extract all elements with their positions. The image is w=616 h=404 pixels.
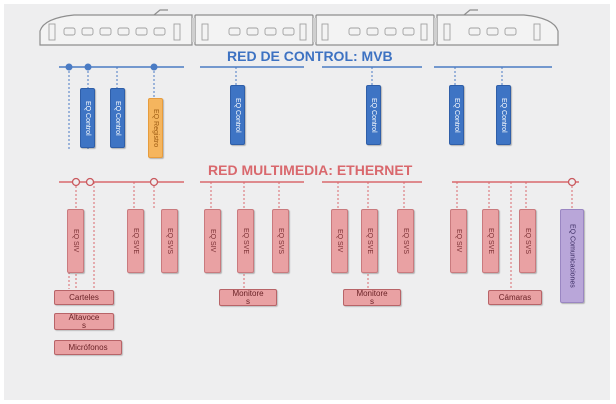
device-monitores: Monitore s: [219, 289, 277, 306]
device-label: Monitore s: [356, 289, 388, 306]
eq-control-label: EQ Control: [84, 100, 91, 136]
eq-svs-label: EQ SVS: [402, 227, 409, 255]
eq-control-unit: EQ Control: [110, 88, 125, 148]
eq-svs-label: EQ SVS: [524, 227, 531, 255]
device-label: Micrófonos: [68, 342, 108, 352]
ethernet-node: [567, 177, 577, 187]
eq-svs-unit: EQ SVS: [161, 209, 178, 273]
ethernet-node: [85, 177, 95, 187]
eq-siv-label: EQ SIV: [455, 229, 462, 253]
eq-sve-label: EQ SVE: [366, 227, 373, 255]
device-altavoces: Altavoce s: [54, 313, 114, 330]
device-label: Altavoce s: [68, 313, 100, 330]
mvb-node: [65, 63, 73, 71]
eq-svs-unit: EQ SVS: [272, 209, 289, 273]
eq-siv-unit: EQ SIV: [331, 209, 348, 273]
eq-siv-label: EQ SIV: [209, 229, 216, 253]
mvb-node: [150, 63, 158, 71]
device-camaras: Cámaras: [488, 290, 542, 305]
eq-siv-unit: EQ SIV: [204, 209, 221, 273]
eq-sve-unit: EQ SVE: [361, 209, 378, 273]
eq-registro-unit: EQ Registro: [148, 98, 163, 158]
eq-control-unit: EQ Control: [366, 85, 381, 145]
mvb-node: [84, 63, 92, 71]
eq-svs-unit: EQ SVS: [397, 209, 414, 273]
device-carteles: Carteles: [54, 290, 114, 305]
eq-control-unit: EQ Control: [80, 88, 95, 148]
multimedia-network-title: RED MULTIMEDIA: ETHERNET: [208, 162, 413, 178]
eq-sve-unit: EQ SVE: [237, 209, 254, 273]
eq-control-unit: EQ Control: [449, 85, 464, 145]
eq-comunicaciones-label: EQ Comunicaciones: [568, 224, 576, 288]
eq-siv-label: EQ SIV: [336, 229, 343, 253]
eq-svs-unit: EQ SVS: [519, 209, 536, 273]
eq-control-label: EQ Control: [500, 97, 507, 133]
eq-sve-label: EQ SVE: [132, 227, 139, 255]
eq-control-label: EQ Control: [234, 97, 241, 133]
eq-control-label: EQ Control: [370, 97, 377, 133]
diagram-canvas: RED DE CONTROL: MVB RED MULTIMEDIA: ETHE…: [4, 4, 610, 400]
eq-registro-label: EQ Registro: [152, 108, 159, 148]
ethernet-node: [149, 177, 159, 187]
eq-siv-unit: EQ SIV: [67, 209, 84, 273]
train-icon: [39, 9, 559, 46]
eq-siv-unit: EQ SIV: [450, 209, 467, 273]
control-network-title: RED DE CONTROL: MVB: [227, 48, 393, 64]
eq-sve-label: EQ SVE: [487, 227, 494, 255]
eq-control-label: EQ Control: [453, 97, 460, 133]
eq-control-unit: EQ Control: [496, 85, 511, 145]
eq-sve-label: EQ SVE: [242, 227, 249, 255]
eq-sve-unit: EQ SVE: [482, 209, 499, 273]
eq-sve-unit: EQ SVE: [127, 209, 144, 273]
device-monitores: Monitore s: [343, 289, 401, 306]
device-microfonos: Micrófonos: [54, 340, 122, 355]
eq-control-unit: EQ Control: [230, 85, 245, 145]
eq-control-label: EQ Control: [114, 100, 121, 136]
device-label: Cámaras: [498, 292, 532, 302]
network-wiring: [59, 63, 579, 289]
device-label: Carteles: [69, 292, 99, 302]
ethernet-node: [71, 177, 81, 187]
device-label: Monitore s: [232, 289, 264, 306]
eq-comunicaciones-unit: EQ Comunicaciones: [560, 209, 584, 303]
eq-svs-label: EQ SVS: [166, 227, 173, 255]
eq-svs-label: EQ SVS: [277, 227, 284, 255]
eq-siv-label: EQ SIV: [72, 229, 79, 253]
